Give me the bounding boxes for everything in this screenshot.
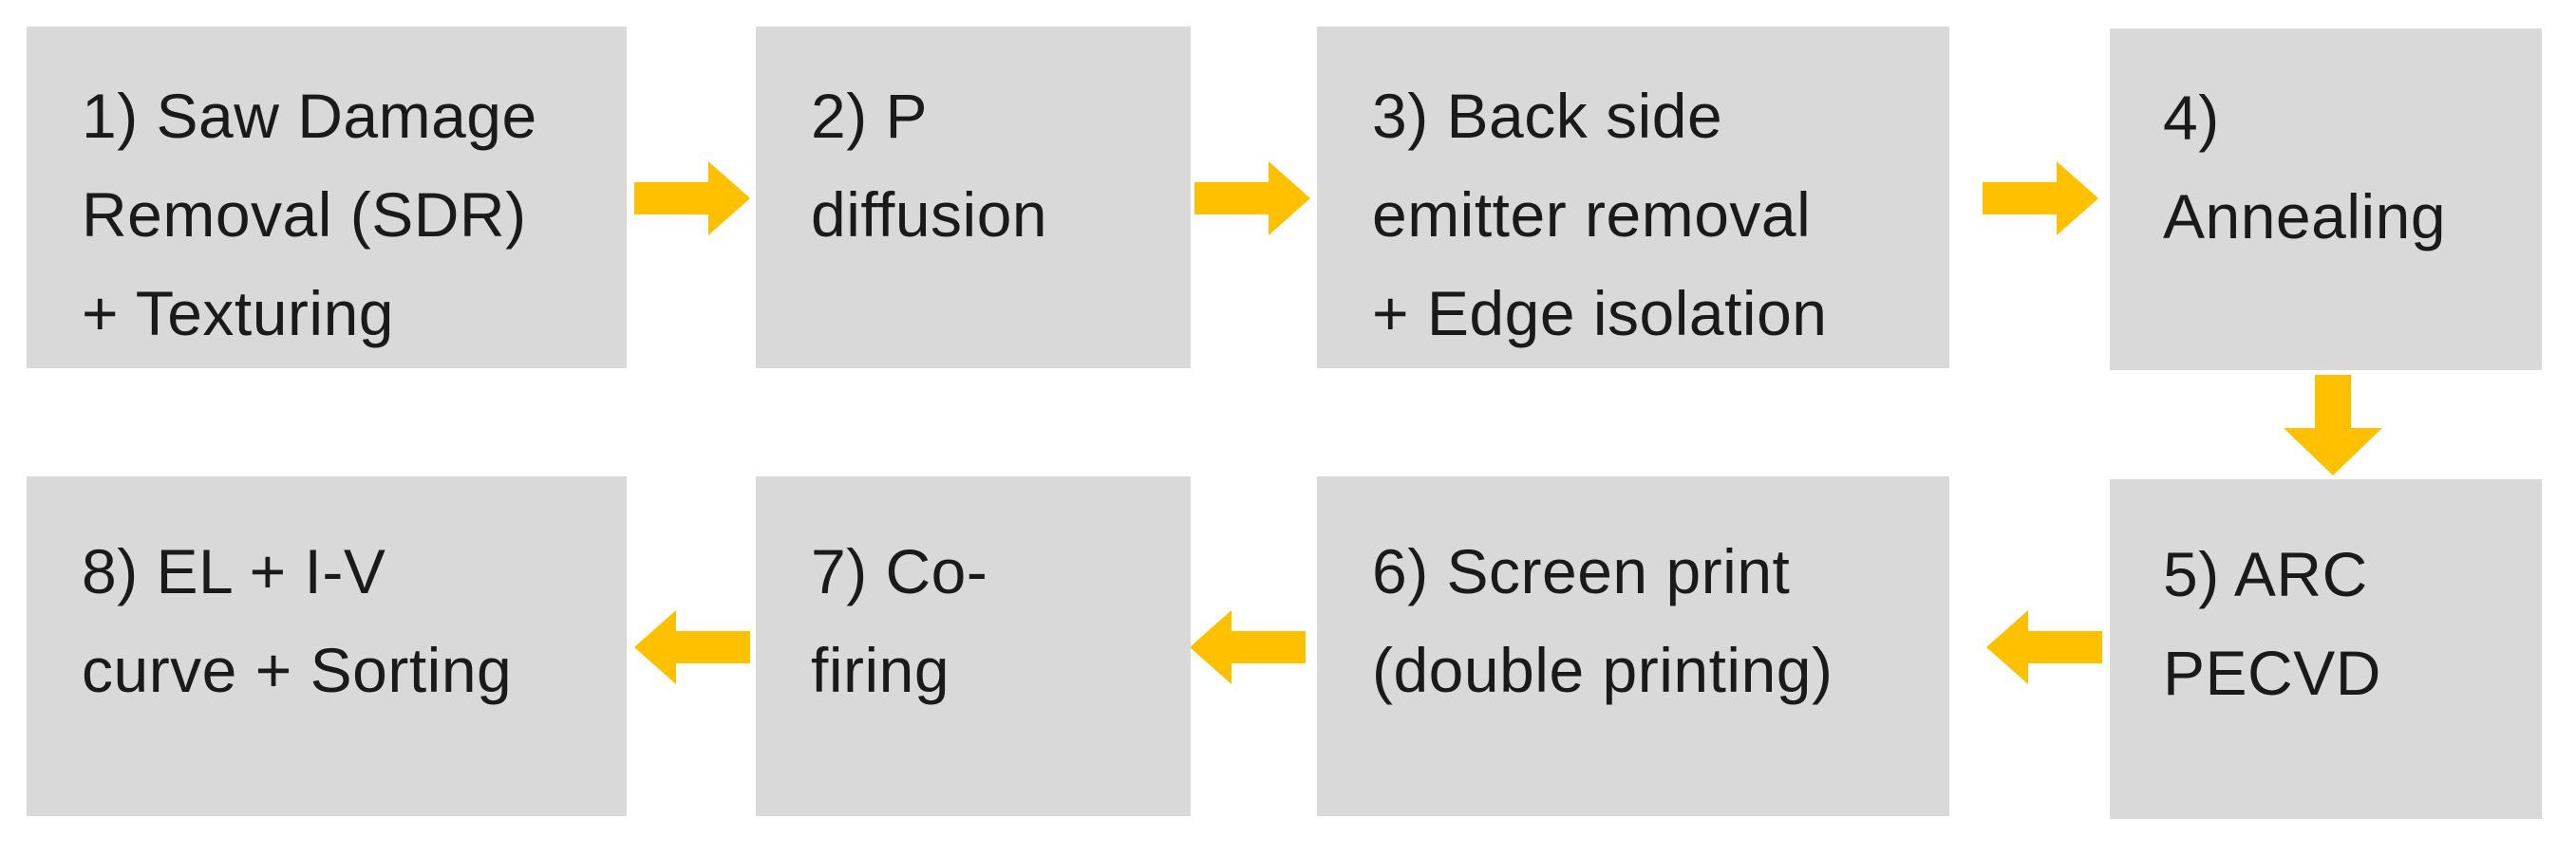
arrow-right-3-to-4 <box>1983 161 2098 235</box>
step-2-label: 2) P diffusion <box>811 66 1162 264</box>
step-7-label: 7) Co- firing <box>811 522 1162 719</box>
step-7-co-firing: 7) Co- firing <box>756 476 1191 816</box>
step-7-line-1: 7) Co- <box>811 536 988 606</box>
arrow-right-2-to-3 <box>1194 161 1310 235</box>
arrow-left-5-to-6 <box>1986 610 2102 684</box>
step-1-line-3: + Texturing <box>82 278 394 348</box>
step-4-line-1: 4) <box>2163 83 2220 153</box>
step-5-label: 5) ARC PECVD <box>2163 525 2513 722</box>
step-2-line-2: diffusion <box>811 179 1048 250</box>
step-8-label: 8) EL + I-V curve + Sorting <box>82 522 598 719</box>
step-6-screen-print: 6) Screen print (double printing) <box>1317 476 1949 816</box>
step-5-line-1: 5) ARC <box>2163 539 2368 609</box>
step-7-line-2: firing <box>811 635 950 705</box>
step-1-line-2: Removal (SDR) <box>82 179 527 250</box>
step-1-line-1: 1) Saw Damage <box>82 81 537 151</box>
step-5-arc-pecvd: 5) ARC PECVD <box>2110 479 2542 819</box>
step-6-line-1: 6) Screen print <box>1372 536 1791 606</box>
step-8-line-2: curve + Sorting <box>82 635 513 705</box>
step-3-line-2: emitter removal <box>1372 179 1812 250</box>
step-3-label: 3) Back side emitter removal + Edge isol… <box>1372 66 1921 363</box>
step-3-back-side-emitter-removal: 3) Back side emitter removal + Edge isol… <box>1317 27 1949 368</box>
step-6-label: 6) Screen print (double printing) <box>1372 522 1921 719</box>
step-4-annealing: 4) Annealing <box>2110 28 2542 370</box>
step-1-label: 1) Saw Damage Removal (SDR) + Texturing <box>82 66 598 363</box>
arrow-right-1-to-2 <box>634 161 750 235</box>
step-4-label: 4) Annealing <box>2163 68 2513 266</box>
step-1-saw-damage-removal: 1) Saw Damage Removal (SDR) + Texturing <box>27 27 627 368</box>
step-3-line-1: 3) Back side <box>1372 81 1723 151</box>
arrow-left-6-to-7 <box>1190 610 1306 684</box>
step-8-line-1: 8) EL + I-V <box>82 536 386 606</box>
step-2-p-diffusion: 2) P diffusion <box>756 27 1191 368</box>
step-4-line-2: Annealing <box>2163 181 2447 251</box>
step-3-line-3: + Edge isolation <box>1372 278 1828 348</box>
step-8-el-iv-sorting: 8) EL + I-V curve + Sorting <box>27 476 627 816</box>
arrow-left-7-to-8 <box>634 610 750 684</box>
step-2-line-1: 2) P <box>811 81 929 151</box>
step-6-line-2: (double printing) <box>1372 635 1833 705</box>
step-5-line-2: PECVD <box>2163 638 2381 708</box>
arrow-down-4-to-5 <box>2284 375 2382 475</box>
